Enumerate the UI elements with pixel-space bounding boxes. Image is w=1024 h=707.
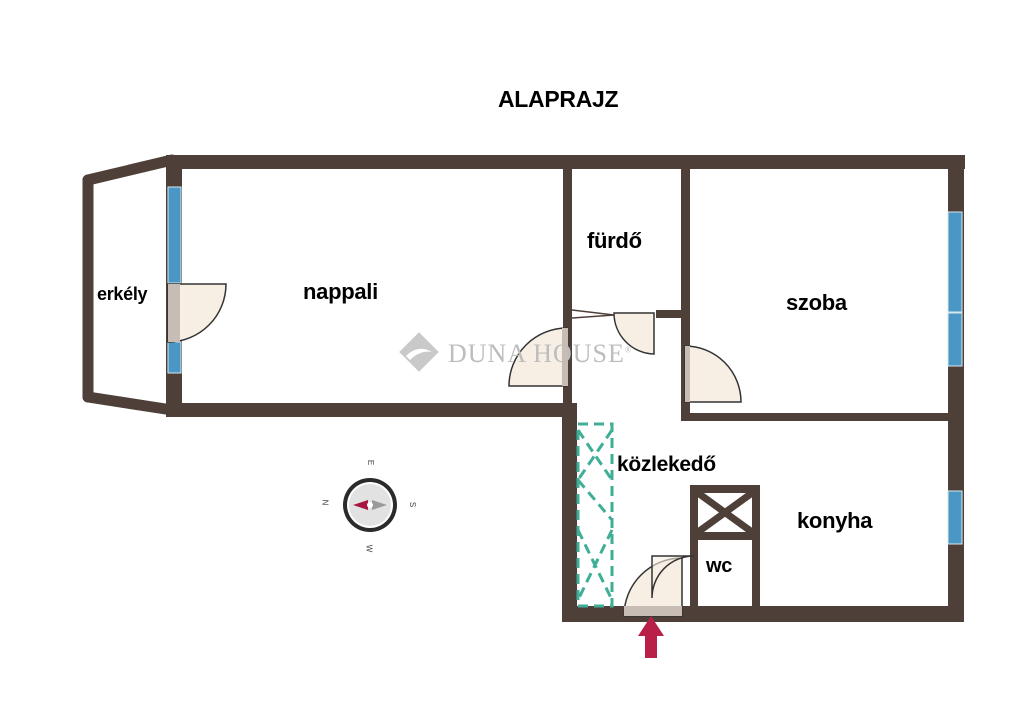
compass-north: N — [320, 499, 330, 506]
room-label-konyha: konyha — [797, 508, 873, 533]
room-label-kozlekedo: közlekedő — [617, 453, 716, 476]
doors — [167, 283, 742, 617]
window-konyha — [947, 490, 963, 545]
plan-title: ALAPRAJZ — [498, 86, 619, 112]
wardrobe — [576, 422, 614, 608]
compass-west: W — [364, 544, 374, 553]
entrance-arrow-icon — [638, 616, 664, 658]
compass-east: E — [366, 459, 376, 466]
windows — [167, 186, 963, 545]
compass-icon — [343, 478, 397, 532]
door-sills — [168, 284, 690, 616]
watermark-logo-icon — [399, 332, 439, 372]
watermark-registered: ® — [624, 345, 632, 355]
door-furdo — [613, 312, 655, 355]
window-szoba-1 — [947, 211, 963, 313]
balcony-walls — [82, 154, 178, 416]
opening-lines — [571, 309, 949, 420]
room-label-furdo: fürdő — [587, 228, 642, 253]
door-nappali — [508, 327, 568, 387]
window-nappali-2 — [167, 341, 182, 374]
door-wc — [651, 555, 695, 599]
room-label-szoba: szoba — [786, 290, 847, 315]
room-label-nappali: nappali — [303, 279, 378, 304]
watermark-brand: DUNA HOUSE — [448, 339, 625, 368]
interior-walls — [563, 168, 949, 606]
compass-south: S — [408, 501, 418, 508]
window-szoba-2 — [947, 312, 963, 367]
door-szoba — [684, 345, 742, 403]
window-nappali-1 — [167, 186, 182, 284]
room-label-wc: wc — [706, 555, 733, 577]
shaft-cross — [695, 490, 755, 535]
room-label-erkely: erkély — [97, 284, 148, 304]
watermark-text: DUNA HOUSE® — [448, 339, 632, 369]
